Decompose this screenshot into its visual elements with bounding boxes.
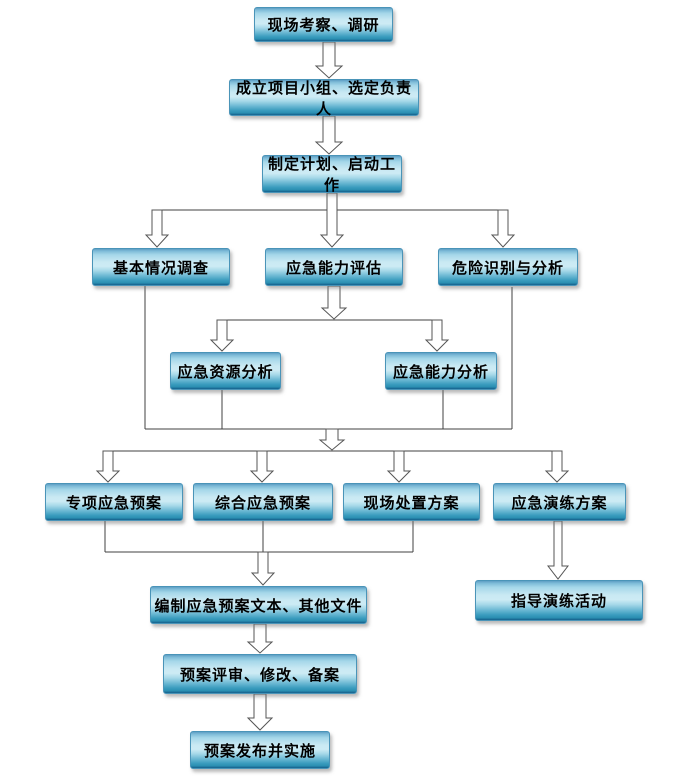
flow-arrow-to-comprehensive-plan (249, 450, 275, 483)
node-hazard-identification: 危险识别与分析 (438, 248, 578, 286)
flow-arrow-to-capability-analysis (424, 319, 450, 352)
flow-arrow-drill-to-guide (546, 520, 570, 580)
flow-arrow-to-hazard (490, 209, 516, 248)
node-make-plan: 制定计划、启动工作 (262, 155, 402, 194)
node-basic-survey: 基本情况调查 (92, 248, 230, 286)
node-onsite-plan: 现场处置方案 (343, 483, 480, 521)
flow-arrow-to-resource-analysis (209, 319, 235, 352)
flow-arrow-plan-to-evaluation (319, 192, 345, 248)
flow-arrow-to-basic-survey (144, 209, 170, 248)
node-guide-drill: 指导演练活动 (475, 580, 643, 621)
node-review-revise: 预案评审、修改、备案 (163, 654, 357, 694)
flow-arrow-evaluation-down (320, 285, 348, 320)
flow-arrow-compile-to-review (246, 623, 274, 654)
node-publish-implement: 预案发布并实施 (190, 731, 330, 769)
node-capability-evaluation: 应急能力评估 (265, 248, 403, 286)
flow-arrow-to-compile (250, 551, 276, 586)
node-resource-analysis: 应急资源分析 (170, 352, 281, 390)
flow-arrow-merge-down (318, 428, 346, 451)
node-site-survey: 现场考察、调研 (254, 7, 393, 42)
flow-arrow-review-to-publish (246, 693, 274, 731)
flow-arrow-to-onsite-plan (386, 450, 412, 483)
node-special-plan: 专项应急预案 (45, 483, 183, 521)
node-comprehensive-plan: 综合应急预案 (193, 483, 333, 521)
node-compile-documents: 编制应急预案文本、其他文件 (150, 586, 367, 624)
node-drill-plan: 应急演练方案 (493, 483, 626, 521)
flow-arrow-survey-to-team (314, 41, 344, 79)
flow-arrow-team-to-plan (314, 115, 344, 155)
node-capability-analysis: 应急能力分析 (385, 352, 497, 390)
flow-arrow-to-drill-plan (544, 450, 570, 483)
flow-arrow-to-special-plan (95, 450, 121, 483)
node-form-team: 成立项目小组、选定负责人 (229, 79, 419, 118)
